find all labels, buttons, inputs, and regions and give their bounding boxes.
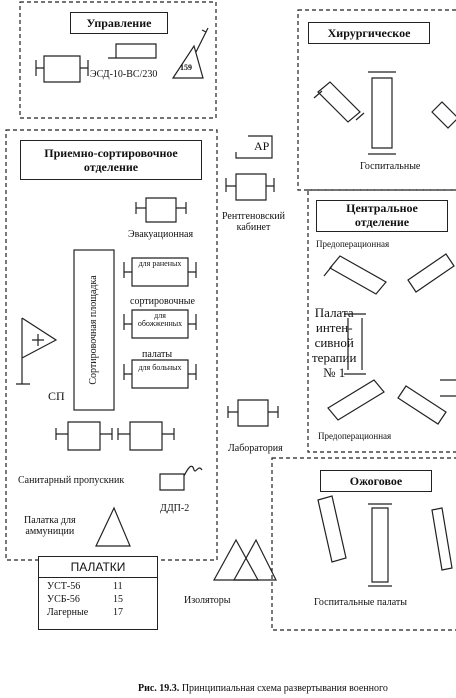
equipment-label: ЭСД-10-ВС/230 [90, 69, 158, 80]
upravlenie-title: Управление [70, 12, 168, 34]
ammo-tent-label-line1: Палатка для [24, 515, 76, 526]
caption-text: Принципиальная схема развертывания военн… [181, 683, 388, 694]
tent-wounded-label: для раненых [138, 259, 182, 268]
tents-table-row-count: 15 [113, 594, 123, 605]
centralnoe-title-line2: отделение [354, 215, 410, 229]
rentgen-label: Рентгеновский кабинет [222, 211, 286, 233]
caption-prefix: Рис. 19.3. [138, 683, 180, 694]
tents-table-row: УСБ-56 15 [39, 592, 157, 605]
icu-label-line2: интен- [315, 319, 353, 335]
tents-table-row: УСТ-56 11 [39, 578, 157, 592]
ar-label: АР [254, 139, 270, 153]
ozhogovoe-title: Ожоговое [320, 470, 432, 492]
priemno-title-line1: Приемно-сортировочное [44, 145, 178, 160]
tents-table-row-count: 11 [113, 581, 123, 592]
icu-label-line5: № 1 [323, 364, 346, 380]
upravlenie-area [19, 1, 217, 119]
icu-label: Палата интен- сивной терапии № 1 [312, 305, 357, 381]
tent-sick-label: для больных [138, 363, 182, 372]
sanitary-label: Санитарный пропускник [18, 475, 125, 486]
sorting-label: сортировочные [130, 296, 195, 307]
tent-burned-label: для обожженных [137, 311, 183, 329]
khirurgicheskoe-title: Хирургическое [308, 22, 430, 44]
ammo-tent-label: Палатка для аммуниции [24, 515, 76, 537]
priemno-title-line2: отделение [83, 160, 139, 174]
tents-table: ПАЛАТКИ УСТ-56 11 УСБ-56 15 Лагерные 17 [38, 556, 158, 630]
centralnoe-area [307, 189, 456, 453]
centralnoe-title-line1: Центральное [346, 201, 418, 216]
priemno-title: Приемно-сортировочное отделение [20, 140, 202, 180]
priemno-area [5, 129, 218, 561]
ammo-tent-label-line2: аммуниции [25, 525, 75, 537]
isolators-label: Изоляторы [184, 595, 231, 606]
tents-table-row-name: УСБ-56 [47, 594, 80, 605]
tents-table-row: Лагерные 17 [39, 605, 157, 618]
tents-table-row-name: УСТ-56 [47, 581, 81, 592]
icu-label-line3: сивной [314, 334, 354, 350]
mark-number: 159 [180, 63, 192, 72]
ozhogovoe-area [271, 457, 456, 631]
icu-label-line1: Палата [314, 305, 354, 320]
figure-caption: Рис. 19.3. Принципиальная схема разверты… [138, 683, 388, 695]
centralnoe-title: Центральное отделение [316, 200, 448, 232]
icu-label-line4: терапии [312, 349, 357, 365]
rentgen-label-line2: кабинет [236, 221, 271, 233]
tents-table-row-name: Лагерные [47, 607, 89, 618]
evacuation-label: Эвакуационная [128, 229, 194, 240]
laboratory-label: Лаборатория [228, 443, 283, 454]
surgical-tents-label: Госпитальные [360, 161, 421, 172]
preop-label-bottom: Предоперационная [318, 431, 392, 441]
rentgen-label-line1: Рентгеновский [222, 211, 286, 222]
sorting-platform-label: Сортировочная площадка [87, 275, 99, 385]
wards-label: палаты [142, 349, 173, 360]
ddp-label: ДДП-2 [160, 503, 190, 514]
tents-table-title: ПАЛАТКИ [39, 557, 157, 578]
tents-table-row-count: 17 [113, 607, 123, 618]
preop-label-top: Предоперационная [316, 239, 390, 249]
sp-label: СП [48, 389, 65, 403]
burn-wards-label: Госпитальные палаты [314, 597, 408, 608]
